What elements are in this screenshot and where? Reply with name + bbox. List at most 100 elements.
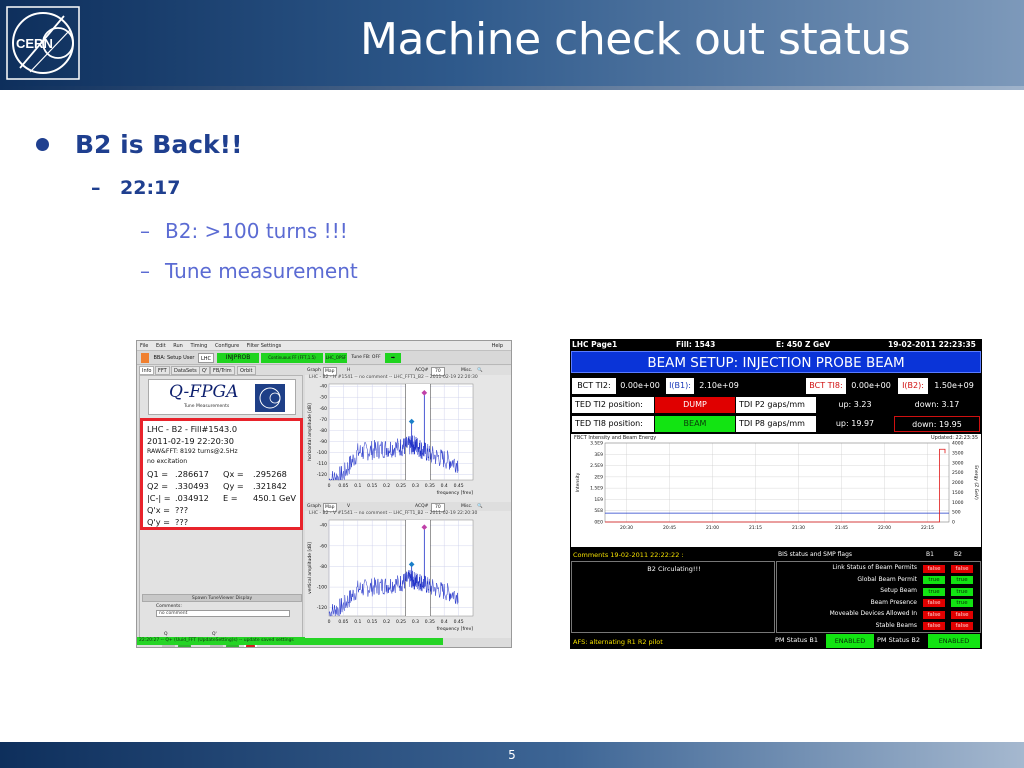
- stop-icon[interactable]: [141, 353, 149, 363]
- tab-fb-trim[interactable]: FB/Trim: [210, 366, 235, 375]
- machine-select[interactable]: LHC: [198, 353, 214, 363]
- flag-b1-value: false: [923, 622, 945, 630]
- user-selector[interactable]: BBA: Setup User: [153, 355, 195, 361]
- bullet-level2-text: 22:17: [120, 177, 181, 199]
- tab-orbit[interactable]: Orbit: [237, 366, 256, 375]
- flag-label: Moveable Devices Allowed In: [829, 610, 917, 617]
- fbct-chart-title: FBCT Intensity and Beam Energy: [574, 435, 657, 441]
- map-select[interactable]: Map: [323, 367, 337, 376]
- x-tick-label: 0: [328, 483, 331, 489]
- peak-window: [405, 384, 431, 480]
- flag-b2-value: true: [951, 587, 973, 596]
- qfpga-info-panel: Q-FPGA Tune Measurements LHC - B2 - Fill…: [139, 375, 303, 647]
- bct-ti2-value: 0.00e+00: [616, 378, 664, 394]
- y-tick-label: -100: [317, 450, 327, 456]
- graph-label: Graph: [307, 504, 321, 509]
- acq-input[interactable]: 70: [431, 503, 445, 512]
- ib2-value: 1.50e+09: [928, 378, 980, 394]
- menu-item-configure[interactable]: Configure: [214, 343, 240, 349]
- intensity-line: [605, 448, 946, 523]
- x-tick-label: 0.25: [396, 483, 406, 489]
- x-tick-label: 20:45: [663, 525, 676, 531]
- slide-footer: 5: [0, 742, 1024, 768]
- ib1-value: 2.10e+09: [694, 378, 744, 394]
- flag-label: Stable Beams: [875, 621, 917, 629]
- menu-item-run[interactable]: Run: [173, 343, 183, 349]
- flag-b2-value: false: [951, 564, 973, 573]
- zoom-icon[interactable]: 🔍: [477, 504, 483, 509]
- comment-text: B2 Circulating!!!: [647, 565, 701, 573]
- ted-ti2-status: DUMP: [655, 397, 735, 413]
- q2-label: Q2 =: [147, 481, 169, 491]
- zoom-icon[interactable]: 🔍: [477, 368, 483, 373]
- slide-header: CERN Machine check out status: [0, 0, 1024, 86]
- y-tick-label: -70: [320, 417, 327, 423]
- fbct-chart-panel: FBCT Intensity and Beam Energy Updated: …: [571, 434, 981, 547]
- x-tick-label: 0.4: [441, 483, 448, 489]
- y2-tick-label: 3500: [952, 450, 964, 456]
- arrow-icon[interactable]: ➡: [385, 353, 401, 363]
- tab-info[interactable]: Info: [139, 366, 155, 375]
- qfpga-screenshot: File Edit Run Timing Configure Filter Se…: [136, 340, 512, 648]
- menu-item-filter-settings[interactable]: Filter Settings: [246, 343, 282, 349]
- afs-text: AFS: alternating R1 R2 pilot: [573, 638, 663, 646]
- q1-value: .286617: [175, 469, 209, 479]
- plot-toolbar: Graph Map V ACQ# 70 Misc. 🔍: [305, 502, 511, 512]
- info-excitation: no excitation: [147, 458, 188, 465]
- x-tick-label: 0.25: [396, 619, 406, 625]
- lhc-datetime: 19-02-2011 22:23:35: [888, 340, 976, 349]
- tdi-p8-label: TDI P8 gaps/mm: [736, 416, 816, 432]
- menu-item-help[interactable]: Help: [491, 343, 503, 349]
- x-tick-label: 0.3: [412, 483, 419, 489]
- coupling-value: .034912: [175, 493, 209, 503]
- acq-input[interactable]: 70: [431, 367, 445, 376]
- lhc-page-name: LHC Page1: [572, 340, 618, 349]
- cern-small-logo-icon: [255, 384, 285, 412]
- y2-tick-label: 1000: [952, 500, 964, 506]
- tdi-p2-down: down: 3.17: [894, 397, 980, 413]
- pm-status-b2-value: ENABLED: [928, 634, 980, 648]
- beam-mode-banner: BEAM SETUP: INJECTION PROBE BEAM: [571, 351, 981, 373]
- cern-logo: CERN: [6, 6, 80, 80]
- mode-badge: INJPROB: [217, 353, 259, 363]
- tab-fft[interactable]: FFT: [155, 366, 170, 375]
- tab-datasets[interactable]: DataSets: [171, 366, 200, 375]
- y-tick-label: -80: [320, 564, 327, 570]
- bullet-dot-icon: [36, 138, 49, 151]
- comments-input[interactable]: no comment: [156, 610, 290, 617]
- plane-label: V: [347, 504, 351, 509]
- menu-item-file[interactable]: File: [140, 343, 149, 349]
- acq-label: ACQ#: [415, 368, 429, 373]
- flag-b1-value: true: [923, 587, 945, 596]
- flag-label: Global Beam Permit: [857, 575, 917, 583]
- spawn-tuneviewer-button[interactable]: Spawn TuneViewer Display: [142, 594, 302, 602]
- info-fill: LHC - B2 - Fill#1543.0: [147, 424, 238, 434]
- qfpga-status-bar: 22:20:27 -- Q+ (Uuid_FFT (UpdateSetting)…: [137, 637, 443, 645]
- menu-item-timing[interactable]: Timing: [190, 343, 208, 349]
- bct-ti2-label: BCT TI2:: [572, 378, 616, 394]
- y-tick-label: -110: [317, 461, 327, 467]
- spectrum-line: [328, 435, 459, 481]
- b2-header: B2: [954, 551, 962, 558]
- bullet-level1: B2 is Back!!: [36, 130, 242, 159]
- y2-tick-label: 4000: [952, 441, 964, 447]
- graph-label: Graph: [307, 368, 321, 373]
- flag-b1-value: false: [923, 610, 945, 619]
- y-tick-label: -60: [320, 543, 327, 549]
- flag-label: Link Status of Beam Permits: [832, 564, 917, 571]
- tab-qprime[interactable]: Q': [199, 366, 211, 375]
- qfpga-brand: Q-FPGA Tune Measurements: [148, 379, 296, 415]
- y-tick-label: 2E9: [594, 474, 603, 480]
- qpy-value: ???: [175, 517, 189, 527]
- cern-logo-text: CERN: [16, 36, 53, 51]
- misc-label: Misc.: [461, 504, 473, 509]
- menu-item-edit[interactable]: Edit: [155, 343, 166, 349]
- y-tick-label: 1E9: [594, 497, 603, 503]
- ted-ti2-label: TED TI2 position:: [572, 397, 654, 413]
- map-select[interactable]: Map: [323, 503, 337, 512]
- x-tick-label: 21:30: [792, 525, 805, 531]
- x-tick-label: 22:00: [878, 525, 891, 531]
